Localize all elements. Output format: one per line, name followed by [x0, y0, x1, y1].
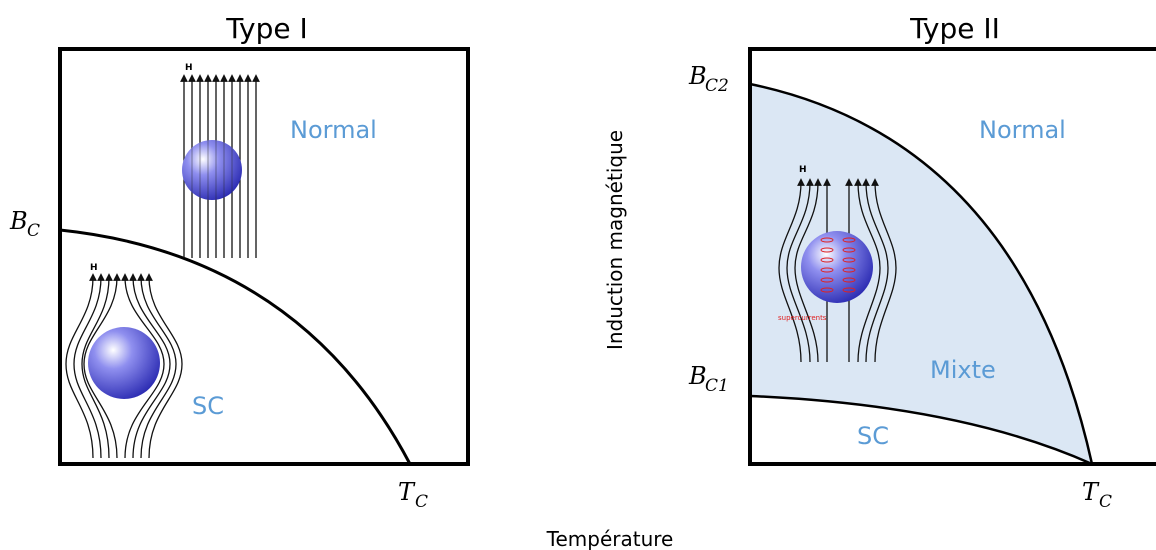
type2-frame: [748, 47, 1156, 466]
type1-tc-label: T C: [398, 478, 428, 512]
bc1-curve: [749, 394, 1093, 466]
bc1-symbol: B: [688, 362, 707, 390]
bc2-subscript: C2: [705, 76, 729, 96]
y-axis-label: Induction magnétique: [603, 130, 627, 350]
field-h-label: H: [90, 263, 98, 273]
type1-panel: Type I Normal SC B C T C H: [9, 12, 470, 512]
supercurrents-label: supercurrents: [778, 314, 827, 322]
type1-normal-state-illustration: H: [180, 63, 260, 258]
bc-symbol: B: [9, 207, 28, 235]
bc1-label: B C1: [688, 362, 729, 396]
superconductor-sphere-icon: [801, 231, 873, 303]
type1-sc-label: SC: [192, 392, 224, 420]
type1-sc-state-illustration: H: [65, 263, 183, 459]
field-h-label: H: [185, 63, 193, 73]
type2-panel: Type II Normal Mixte SC B C2 B C1 T C H: [688, 12, 1156, 512]
type2-tc-subscript: C: [1099, 492, 1112, 512]
magnetic-field-lines-icon: [778, 178, 897, 363]
bc2-label: B C2: [688, 62, 729, 96]
field-lines-through-sphere: [191, 140, 233, 200]
bc-label: B C: [9, 207, 40, 241]
type2-mixed-label: Mixte: [930, 356, 996, 384]
bc2-symbol: B: [688, 62, 707, 90]
bc1-subscript: C1: [705, 376, 729, 396]
supercurrent-vortices: [820, 237, 856, 293]
type1-tc-symbol: T: [398, 478, 416, 506]
field-h-label: H: [799, 165, 807, 175]
magnetic-field-lines-icon: [65, 273, 183, 459]
type1-critical-curve: [59, 228, 412, 465]
superconductor-sphere-icon: [88, 327, 160, 399]
bc-subscript: C: [27, 221, 40, 241]
type1-frame: [58, 47, 470, 466]
magnetic-field-lines-icon: [180, 74, 260, 258]
type1-title: Type I: [225, 12, 307, 45]
type2-title: Type II: [909, 12, 1000, 45]
type2-normal-label: Normal: [979, 116, 1066, 144]
x-axis-label: Température: [546, 527, 674, 550]
type2-tc-label: T C: [1082, 478, 1112, 512]
type2-mixed-state-illustration: H supercurrents: [778, 165, 897, 363]
bc2-curve: [749, 82, 1094, 465]
type2-sc-label: SC: [857, 422, 889, 450]
mixed-state-region: [750, 84, 1092, 464]
type1-normal-label: Normal: [290, 116, 377, 144]
superconductor-sphere-icon: [182, 140, 242, 200]
type1-tc-subscript: C: [415, 492, 428, 512]
type2-tc-symbol: T: [1082, 478, 1100, 506]
